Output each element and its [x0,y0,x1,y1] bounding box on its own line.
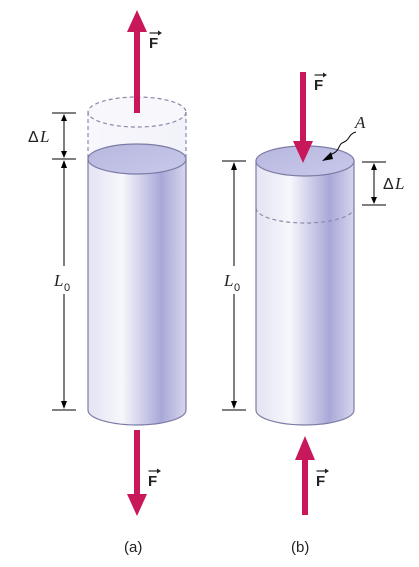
l0-label-b: L 0 [223,271,240,294]
length-letter: L [53,271,63,290]
force-letter: F [314,77,323,94]
caption-a: (a) [124,539,142,556]
l0-label-a: L 0 [53,271,70,294]
delta-l-label-a: Δ L [28,127,49,146]
force-label-top-b: F [314,72,327,94]
length-letter: L [394,174,404,193]
length-subscript: 0 [234,282,240,294]
cylinder-a [87,143,187,426]
panel-b: F F A Δ L [220,72,404,556]
force-letter: F [148,473,157,490]
length-letter: L [39,127,49,146]
force-label-bottom-b: F [316,468,329,490]
l0-dimension-a [50,160,78,411]
length-subscript: 0 [64,282,70,294]
panel-a: F F Δ L [28,10,187,556]
area-leader-b [322,131,357,161]
l0-dimension-b [220,160,248,411]
force-arrow-top-b [293,72,313,163]
force-label-bottom-a: F [148,468,161,490]
caption-b: (b) [291,539,309,556]
cylinder-b [255,145,355,426]
force-letter: F [149,35,158,52]
delta-l-dimension-b [362,161,386,206]
delta-symbol: Δ [383,176,394,193]
force-label-top-a: F [149,30,162,52]
area-label: A [354,113,366,132]
delta-l-dimension-a [52,112,76,160]
delta-l-label-b: Δ L [383,174,404,193]
compressed-outline-b [255,207,355,224]
length-letter: L [223,271,233,290]
force-arrow-bottom-a [127,430,147,516]
force-letter: F [316,473,325,490]
force-arrow-top-a [127,10,147,113]
delta-symbol: Δ [28,129,39,146]
force-arrow-bottom-b [295,436,315,515]
